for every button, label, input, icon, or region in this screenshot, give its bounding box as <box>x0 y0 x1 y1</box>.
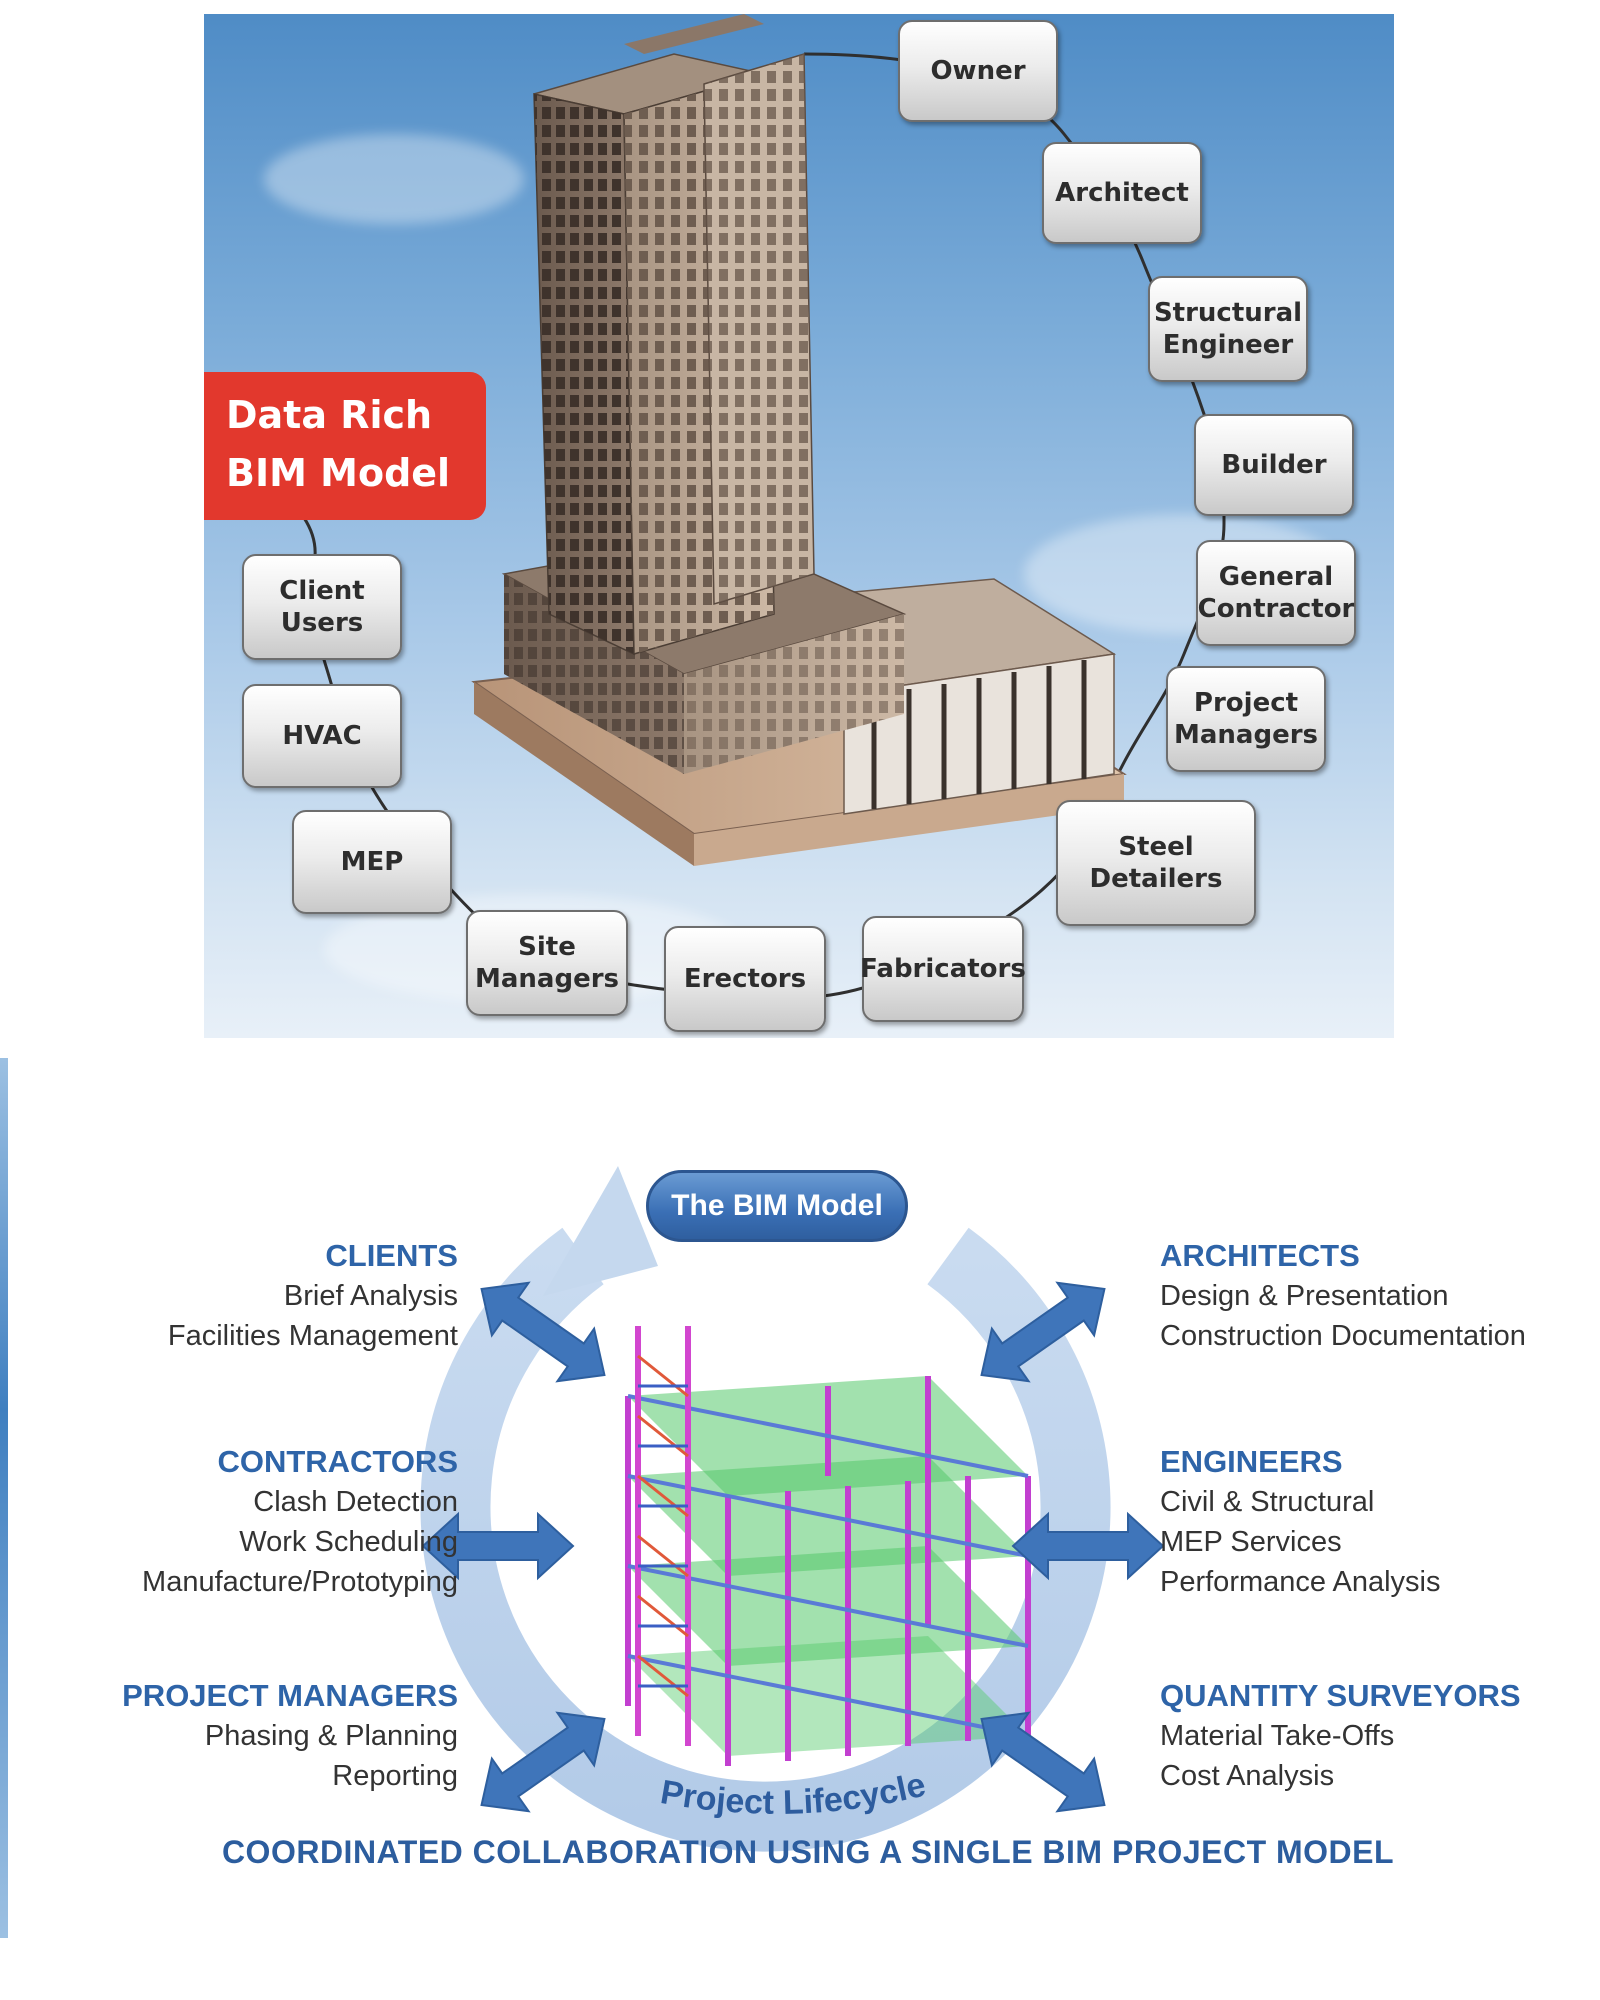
group-heading: PROJECT MANAGERS <box>122 1678 458 1713</box>
role-site-managers: Site Managers <box>466 910 628 1016</box>
group-quantity-surveyors: QUANTITY SURVEYORS Material Take-Offs Co… <box>1160 1676 1521 1796</box>
edge-decoration <box>0 1058 8 1938</box>
collaboration-diagram: Project Lifecycle The BIM Model CLIENTS … <box>28 1146 1588 1926</box>
role-hvac: HVAC <box>242 684 402 788</box>
role-project-managers: Project Managers <box>1166 666 1326 772</box>
group-heading: ENGINEERS <box>1160 1444 1343 1479</box>
steel-frame-model <box>625 1326 1031 1766</box>
group-heading: QUANTITY SURVEYORS <box>1160 1678 1521 1713</box>
role-owner: Owner <box>898 20 1058 122</box>
group-item: Material Take-Offs <box>1160 1720 1395 1752</box>
group-project-managers: PROJECT MANAGERS Phasing & Planning Repo… <box>122 1676 458 1796</box>
group-contractors: CONTRACTORS Clash Detection Work Schedul… <box>142 1442 458 1602</box>
group-item: Brief Analysis <box>283 1280 458 1312</box>
bim-model-label: Data Rich BIM Model <box>204 372 486 520</box>
role-structural-engineer: Structural Engineer <box>1148 276 1308 382</box>
group-heading: CLIENTS <box>325 1238 458 1273</box>
group-item: Reporting <box>332 1760 458 1792</box>
role-client-users: Client Users <box>242 554 402 660</box>
group-item: Civil & Structural <box>1160 1486 1375 1518</box>
group-item: Phasing & Planning <box>204 1720 458 1752</box>
role-erectors: Erectors <box>664 926 826 1032</box>
group-item: MEP Services <box>1160 1526 1342 1558</box>
building-illustration <box>278 14 1226 1000</box>
bim-model-pill: The BIM Model <box>646 1170 908 1242</box>
lifecycle-cycle: Project Lifecycle <box>420 1166 1165 1852</box>
exchange-arrows <box>421 1281 1165 1813</box>
group-engineers: ENGINEERS Civil & Structural MEP Service… <box>1160 1442 1440 1602</box>
role-general-contractor: General Contractor <box>1196 540 1356 646</box>
role-mep: MEP <box>292 810 452 914</box>
role-architect: Architect <box>1042 142 1202 244</box>
group-item: Facilities Management <box>167 1320 458 1352</box>
group-item: Construction Documentation <box>1160 1320 1526 1352</box>
group-item: Clash Detection <box>253 1486 458 1518</box>
role-steel-detailers: Steel Detailers <box>1056 800 1256 926</box>
role-builder: Builder <box>1194 414 1354 516</box>
group-heading: CONTRACTORS <box>217 1444 458 1479</box>
stakeholder-diagram: Data Rich BIM Model Owner Architect Stru… <box>204 14 1394 1038</box>
group-heading: ARCHITECTS <box>1160 1238 1360 1273</box>
group-item: Cost Analysis <box>1160 1760 1335 1792</box>
group-item: Performance Analysis <box>1160 1566 1441 1598</box>
group-architects: ARCHITECTS Design & Presentation Constru… <box>1160 1236 1526 1356</box>
diagram-caption: COORDINATED COLLABORATION USING A SINGLE… <box>221 1834 1395 1870</box>
group-item: Design & Presentation <box>1160 1280 1449 1312</box>
role-fabricators: Fabricators <box>860 916 1026 1022</box>
group-clients: CLIENTS Brief Analysis Facilities Manage… <box>168 1236 458 1356</box>
group-item: Manufacture/Prototyping <box>142 1566 458 1598</box>
group-item: Work Scheduling <box>239 1526 458 1558</box>
cloud-decoration <box>264 134 524 224</box>
